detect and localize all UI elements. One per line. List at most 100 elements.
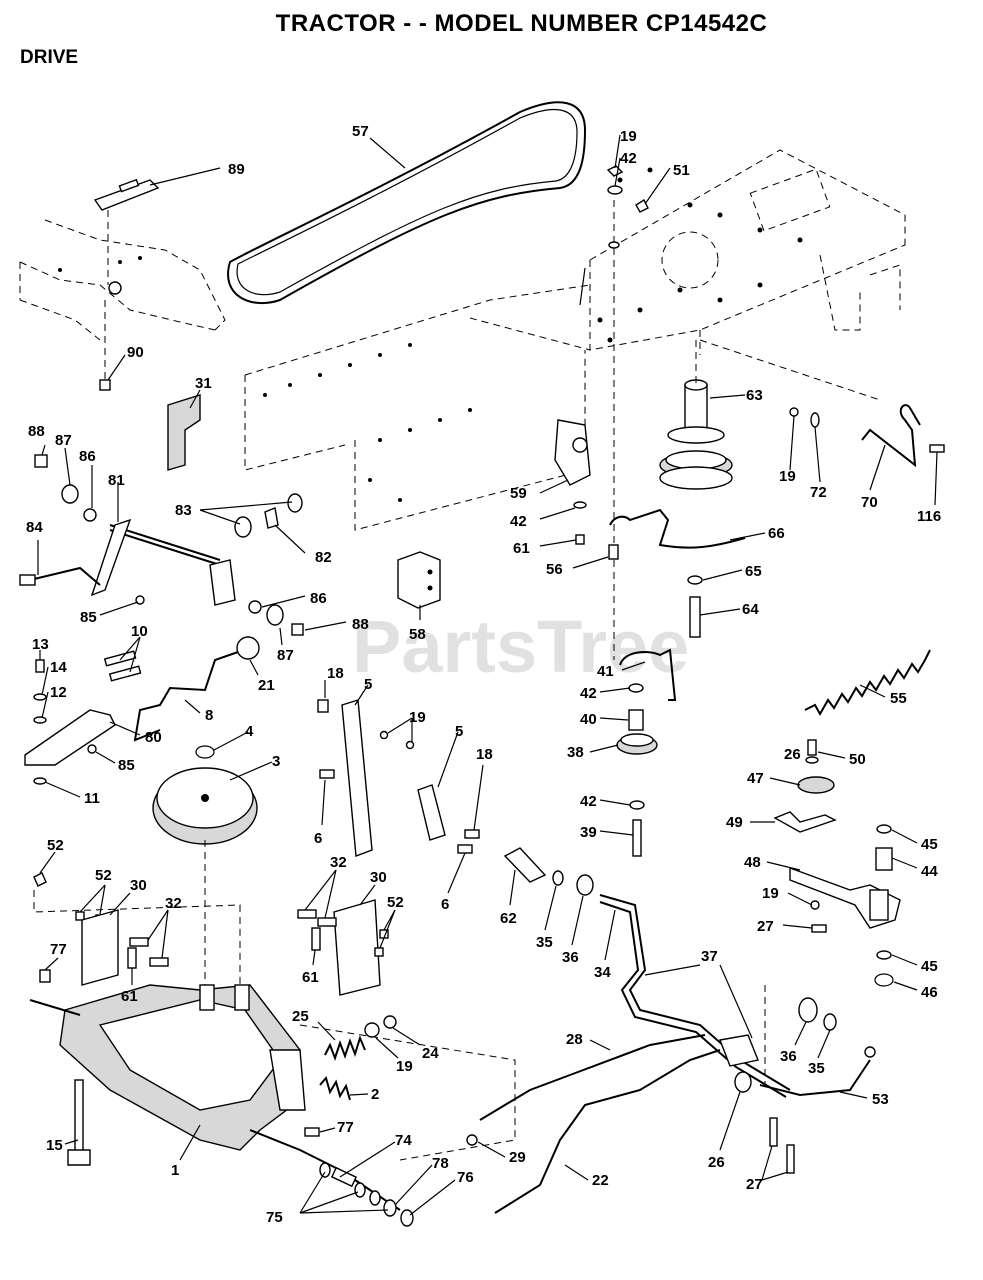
callout-label: 48 — [744, 854, 761, 871]
callout-label: 31 — [195, 375, 212, 392]
washer-45a — [876, 824, 892, 834]
callout-label: 19 — [409, 709, 426, 726]
callout-label: 35 — [536, 934, 553, 951]
bolt-27c — [769, 1117, 778, 1147]
callout-label: 21 — [258, 677, 275, 694]
engine-pulley — [659, 379, 733, 490]
callout-label: 37 — [701, 948, 718, 965]
callout-label: 3 — [272, 753, 280, 770]
spring-25 — [324, 1035, 366, 1061]
bushing-44 — [875, 847, 893, 871]
callout-label: 28 — [566, 1031, 583, 1048]
callout-label: 51 — [673, 162, 690, 179]
callout-label: 70 — [861, 494, 878, 511]
nut-24 — [383, 1015, 397, 1029]
clip-82 — [264, 507, 279, 529]
callout-label: 30 — [130, 877, 147, 894]
callout-label: 30 — [370, 869, 387, 886]
callout-label: 87 — [55, 432, 72, 449]
washer-26 — [805, 756, 819, 764]
callout-label: 61 — [121, 988, 138, 1005]
callout-label: 65 — [745, 563, 762, 580]
callout-label: 29 — [509, 1149, 526, 1166]
washer-65 — [687, 575, 703, 585]
mount-plates-30 — [33, 872, 389, 996]
callout-label: 61 — [513, 540, 530, 557]
callout-label: 32 — [165, 895, 182, 912]
boss-48 — [869, 889, 889, 921]
rod-8 — [133, 651, 239, 742]
callout-label: 35 — [808, 1060, 825, 1077]
brake-linkage — [19, 454, 236, 606]
callout-label: 13 — [32, 636, 49, 653]
ring-46 — [874, 973, 894, 987]
ring-4 — [195, 745, 215, 759]
callout-label: 41 — [597, 663, 614, 680]
bracket-31 — [167, 394, 201, 471]
bolt-116 — [929, 444, 945, 453]
bracket-49 — [773, 811, 837, 833]
pulley-47 — [797, 776, 835, 794]
callout-label: 58 — [409, 626, 426, 643]
callout-label: 78 — [432, 1155, 449, 1172]
callout-label: 49 — [726, 814, 743, 831]
bolt-90 — [99, 300, 111, 391]
callout-label: 5 — [364, 676, 372, 693]
callout-label: 5 — [455, 723, 463, 740]
callout-label: 116 — [917, 508, 941, 525]
nut-19b — [810, 900, 820, 910]
axle-washers — [319, 1162, 414, 1227]
callout-label: 10 — [131, 623, 148, 640]
callout-label: 82 — [315, 549, 332, 566]
callout-label: 38 — [567, 744, 584, 761]
callout-label: 40 — [580, 711, 597, 728]
callout-label: 53 — [872, 1091, 889, 1108]
callout-label: 11 — [84, 790, 100, 807]
callout-label: 87 — [277, 647, 294, 664]
washer-72 — [810, 412, 820, 428]
callout-label: 15 — [46, 1137, 63, 1154]
callout-label: 52 — [47, 837, 64, 854]
callout-label: 39 — [580, 824, 597, 841]
tractor-frame-outline — [19, 149, 906, 531]
callout-label: 27 — [746, 1176, 763, 1193]
callout-label: 66 — [768, 525, 785, 542]
callout-label: 42 — [580, 685, 597, 702]
callout-label: 42 — [620, 150, 637, 167]
frame-holes — [58, 167, 803, 502]
callout-label: 61 — [302, 969, 319, 986]
callout-label: 88 — [352, 616, 369, 633]
callout-label: 42 — [510, 513, 527, 530]
callout-label: 50 — [849, 751, 866, 768]
bracket-58 — [397, 551, 441, 609]
idler-stack — [616, 648, 677, 857]
callout-label: 19 — [762, 885, 779, 902]
callout-label: 81 — [108, 472, 125, 489]
callout-label: 27 — [757, 918, 774, 935]
rod-53 — [759, 1059, 871, 1097]
callout-label: 1 — [171, 1162, 179, 1179]
callout-label: 86 — [79, 448, 96, 465]
callout-label: 8 — [205, 707, 213, 724]
washer-87b — [266, 604, 284, 626]
callout-label: 85 — [80, 609, 97, 626]
callout-label: 84 — [26, 519, 43, 536]
callout-label: 19 — [779, 468, 796, 485]
callout-label: 18 — [476, 746, 493, 763]
callout-label: 77 — [50, 941, 67, 958]
callout-label: 80 — [145, 729, 162, 746]
bolt-50 — [807, 739, 817, 756]
callout-label: 44 — [921, 863, 938, 880]
callout-label: 12 — [50, 684, 67, 701]
callout-label: 64 — [742, 601, 759, 618]
callout-label: 45 — [921, 836, 938, 853]
callout-label: 34 — [594, 964, 611, 981]
bolt-27d — [786, 1144, 795, 1174]
nut-88b — [291, 623, 304, 636]
leader-lines — [37, 134, 938, 1216]
callout-label: 26 — [708, 1154, 725, 1171]
shift-shaft — [503, 847, 791, 1098]
callout-label: 56 — [546, 561, 563, 578]
